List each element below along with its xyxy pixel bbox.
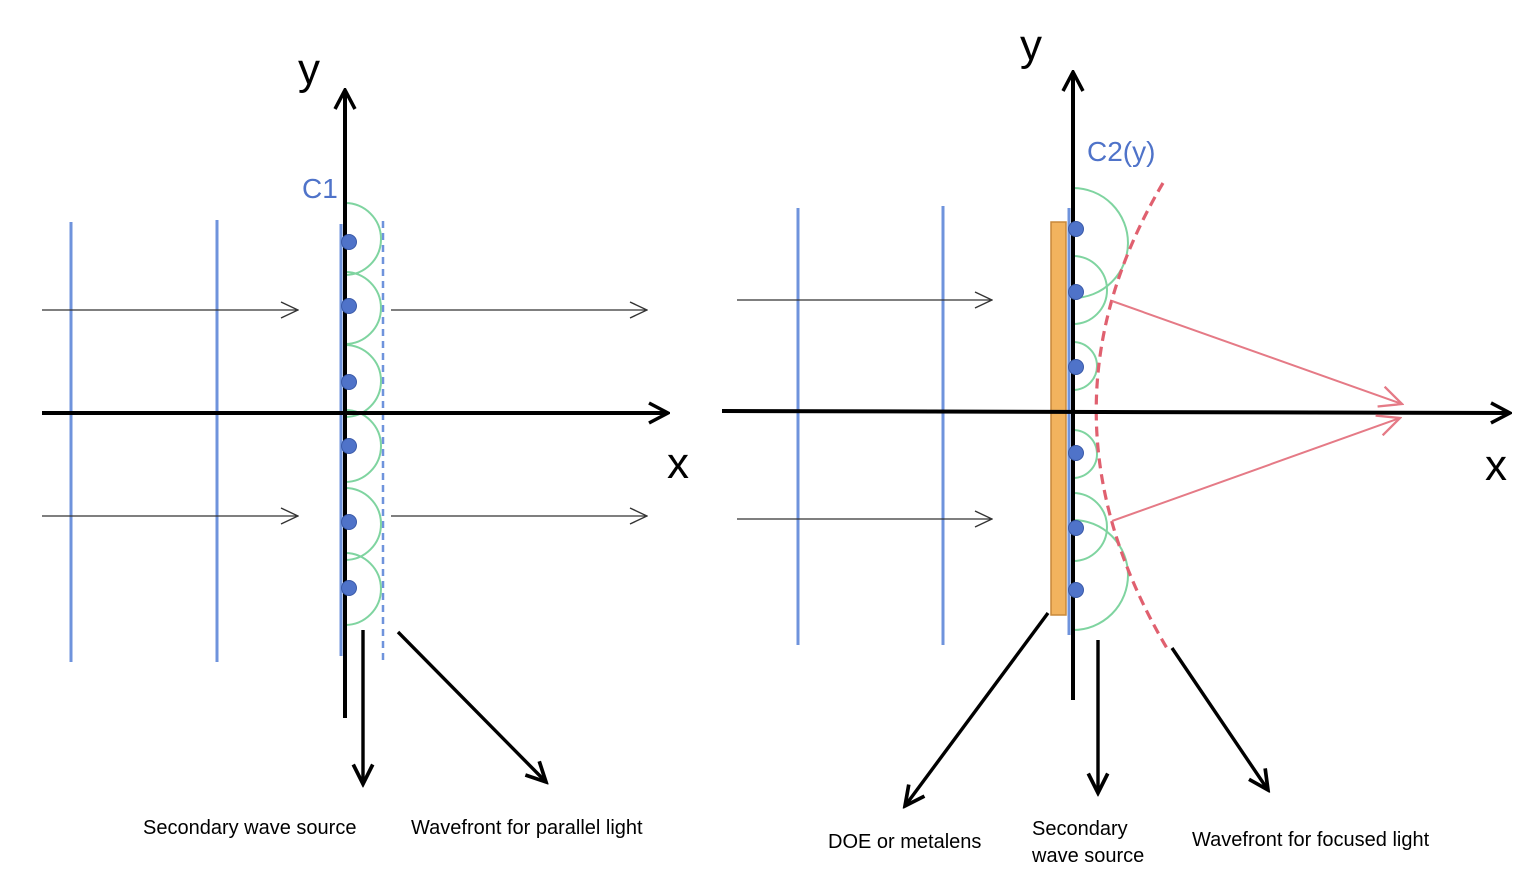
- secondary-source-dot: [341, 374, 357, 390]
- secondary-source-dot: [1068, 520, 1084, 536]
- secondary-source-dot: [341, 438, 357, 454]
- curve-label-c2: C2(y): [1087, 136, 1155, 167]
- left-panel: y x C1 Secondary wave source Wavefront f…: [42, 45, 689, 839]
- huygens-wavelet: [1072, 492, 1108, 562]
- caption-secondary-source: Secondary wave source: [143, 817, 356, 839]
- x-axis: [721, 411, 1510, 413]
- y-axis-label: y: [1020, 21, 1042, 70]
- secondary-source-dot: [1068, 582, 1084, 598]
- right-panel: y x C2(y) DOE or metalens Secondary wave…: [721, 21, 1510, 867]
- huygens-wavelet: [344, 271, 382, 345]
- huygens-wavelet: [1072, 187, 1129, 299]
- focusing-ray-arrow: [1111, 418, 1400, 522]
- secondary-source-dot: [1068, 284, 1084, 300]
- y-axis-label: y: [298, 45, 320, 94]
- focusing-ray-arrow: [1111, 300, 1402, 404]
- secondary-source-dot: [341, 234, 357, 250]
- huygens-wavelet: [1072, 429, 1098, 479]
- secondary-source-dot: [1068, 445, 1084, 461]
- huygens-wavelet: [344, 202, 382, 276]
- focused-wavefront-curve: [1094, 182, 1170, 651]
- secondary-source-dot: [341, 298, 357, 314]
- huygens-wavelet: [1072, 519, 1129, 631]
- secondary-source-dot: [1068, 221, 1084, 237]
- huygens-wavelet: [344, 552, 382, 626]
- curve-label-c1: C1: [302, 173, 338, 204]
- caption-doe-metalens: DOE or metalens: [828, 831, 981, 853]
- pointer-arrow-wavefront: [1170, 647, 1268, 790]
- caption-parallel-wavefront: Wavefront for parallel light: [411, 817, 643, 839]
- huygens-wavelet: [1072, 341, 1098, 391]
- huygens-wavelet: [1072, 255, 1108, 325]
- secondary-source-dot: [1068, 359, 1084, 375]
- caption-focused-wavefront: Wavefront for focused light: [1192, 829, 1430, 851]
- x-axis-label: x: [1485, 441, 1507, 490]
- pointer-arrow-lens: [905, 611, 1050, 806]
- secondary-source-dot: [341, 514, 357, 530]
- pointer-arrow-wavefront: [396, 630, 546, 782]
- caption-secondary-line2: wave source: [1031, 845, 1144, 867]
- caption-secondary-line1: Secondary: [1032, 818, 1128, 840]
- x-axis-label: x: [667, 439, 689, 488]
- secondary-source-dot: [341, 580, 357, 596]
- doe-metalens-block: [1050, 221, 1067, 616]
